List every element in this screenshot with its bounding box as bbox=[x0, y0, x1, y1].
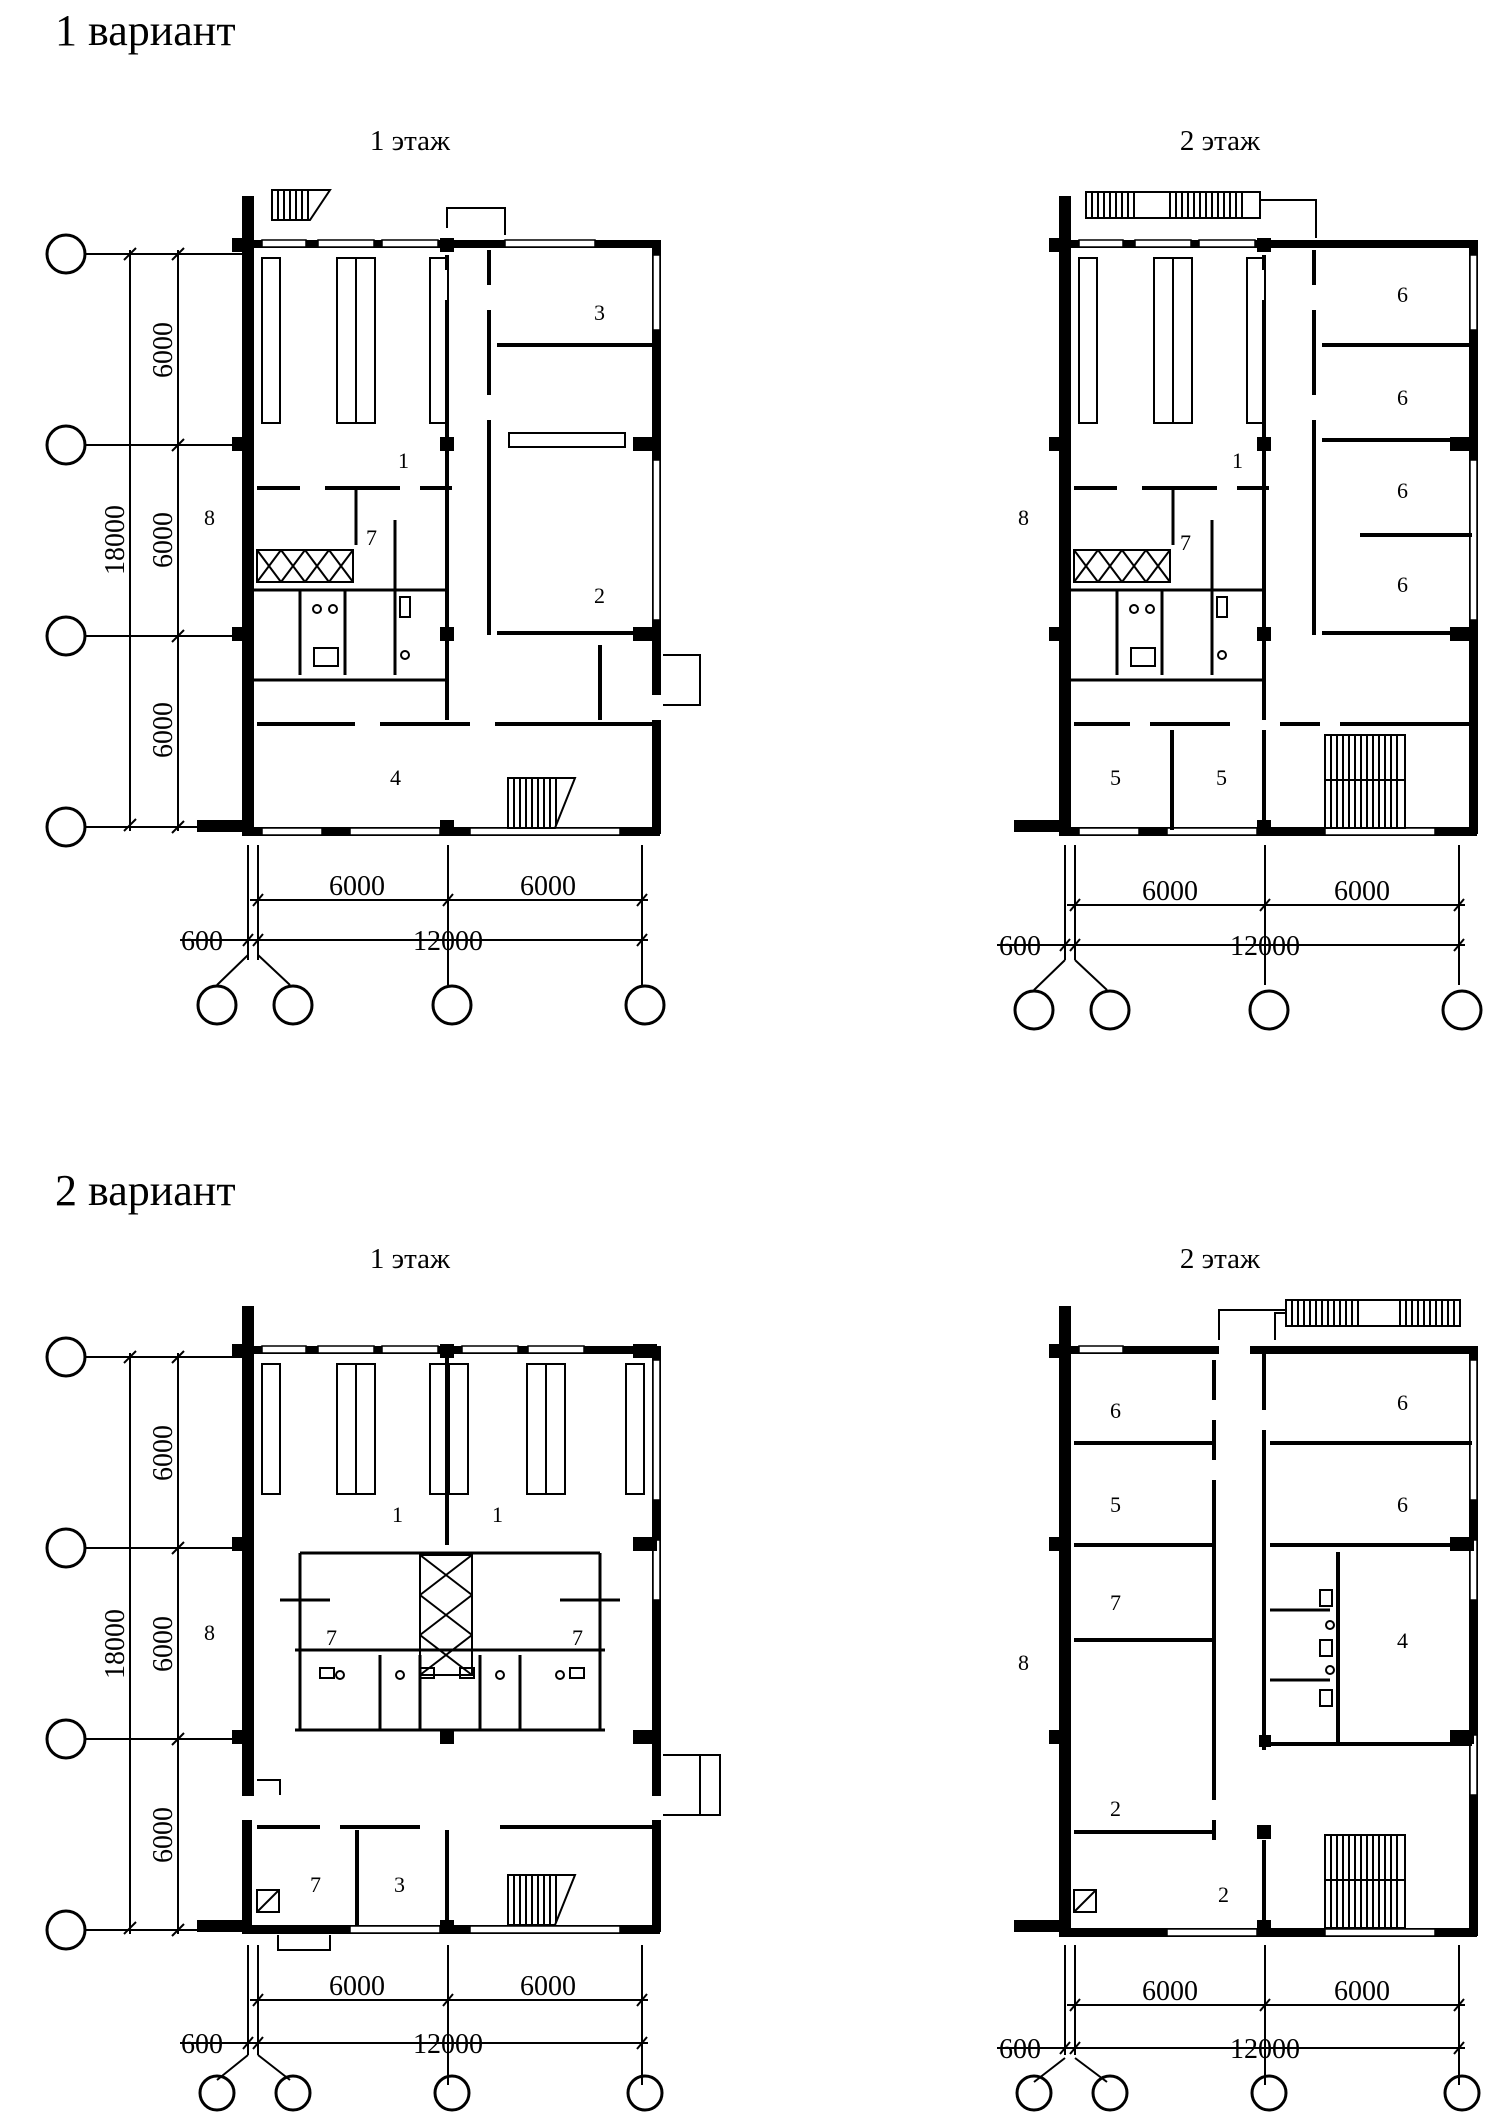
v2-dim-6000-c: 6000 bbox=[148, 1807, 179, 1863]
v2-floor1-horizontal-axes bbox=[180, 1945, 664, 2112]
v2-dim-6000-b: 6000 bbox=[148, 1616, 179, 1672]
v2f1-room-7a: 7 bbox=[326, 1625, 337, 1650]
v2f1-dim-12000: 12000 bbox=[413, 2029, 483, 2060]
v1-floor2-plan bbox=[1012, 190, 1480, 838]
v2f1-dim-600: 600 bbox=[181, 2029, 223, 2060]
v2f1-room-1b: 1 bbox=[492, 1502, 503, 1527]
v2-floor1-title: 1 этаж bbox=[370, 1243, 451, 1275]
v2f2-dim-600: 600 bbox=[999, 2034, 1041, 2065]
v2f1-room-8: 8 bbox=[204, 1620, 215, 1645]
v1f1-room-4: 4 bbox=[390, 765, 401, 790]
v1f2-room-6c: 6 bbox=[1397, 478, 1408, 503]
v1f2-room-5a: 5 bbox=[1110, 765, 1121, 790]
v1f1-room-7: 7 bbox=[366, 525, 377, 550]
v1f2-dim-6000-b: 6000 bbox=[1334, 876, 1390, 907]
v1-floor2-horizontal-axes bbox=[997, 845, 1483, 1031]
v2f2-room-4: 4 bbox=[1397, 1628, 1408, 1653]
v2f1-room-7b: 7 bbox=[572, 1625, 583, 1650]
v2f2-room-2a: 2 bbox=[1110, 1796, 1121, 1821]
v2-dim-18000: 18000 bbox=[100, 1609, 131, 1679]
v1f2-room-8: 8 bbox=[1018, 505, 1029, 530]
v2-floor2-plan bbox=[1012, 1298, 1480, 1939]
v2f2-room-5: 5 bbox=[1110, 1492, 1121, 1517]
v1f1-dim-600: 600 bbox=[181, 926, 223, 957]
v1f2-room-6a: 6 bbox=[1397, 282, 1408, 307]
v2f2-room-2b: 2 bbox=[1218, 1882, 1229, 1907]
v1-floor1-plan bbox=[195, 188, 702, 838]
v1f2-dim-600: 600 bbox=[999, 931, 1041, 962]
v1-vertical-axes bbox=[45, 233, 242, 848]
v2-floor2-title: 2 этаж bbox=[1180, 1243, 1261, 1275]
v1f1-room-1: 1 bbox=[398, 448, 409, 473]
v1f2-room-7: 7 bbox=[1180, 530, 1191, 555]
v1f1-room-8: 8 bbox=[204, 505, 215, 530]
v1-dim-18000: 18000 bbox=[100, 505, 131, 575]
v1f2-dim-12000: 12000 bbox=[1230, 931, 1300, 962]
variant2-title: 2 вариант bbox=[55, 1166, 236, 1215]
v2f1-dim-6000-b: 6000 bbox=[520, 1971, 576, 2002]
v2-floor1-plan bbox=[195, 1304, 722, 1952]
v2f2-dim-6000-a: 6000 bbox=[1142, 1976, 1198, 2007]
v2f2-room-6b: 6 bbox=[1397, 1390, 1408, 1415]
v1f2-dim-6000-a: 6000 bbox=[1142, 876, 1198, 907]
v1f2-room-1: 1 bbox=[1232, 448, 1243, 473]
v1f2-room-6d: 6 bbox=[1397, 572, 1408, 597]
v2f1-room-1a: 1 bbox=[392, 1502, 403, 1527]
v1f1-room-2: 2 bbox=[594, 583, 605, 608]
v2f1-room-3: 3 bbox=[394, 1872, 405, 1897]
v1f2-room-6b: 6 bbox=[1397, 385, 1408, 410]
v2f2-room-6c: 6 bbox=[1397, 1492, 1408, 1517]
v2f1-dim-6000-a: 6000 bbox=[329, 1971, 385, 2002]
v1f2-room-5b: 5 bbox=[1216, 765, 1227, 790]
v2f2-room-8: 8 bbox=[1018, 1650, 1029, 1675]
v1-dim-6000-a: 6000 bbox=[148, 322, 179, 378]
v1f1-room-3: 3 bbox=[594, 300, 605, 325]
v2-dim-6000-a: 6000 bbox=[148, 1425, 179, 1481]
v2-vertical-axes bbox=[45, 1336, 242, 1951]
v2f2-room-7: 7 bbox=[1110, 1590, 1121, 1615]
v2f2-dim-6000-b: 6000 bbox=[1334, 1976, 1390, 2007]
v2f2-dim-12000: 12000 bbox=[1230, 2034, 1300, 2065]
v1f1-dim-6000-b: 6000 bbox=[520, 871, 576, 902]
v1f1-dim-12000: 12000 bbox=[413, 926, 483, 957]
v1-dim-6000-c: 6000 bbox=[148, 702, 179, 758]
v2f1-room-7c: 7 bbox=[310, 1872, 321, 1897]
v2-floor2-horizontal-axes bbox=[997, 1945, 1481, 2112]
v2f2-room-6a: 6 bbox=[1110, 1398, 1121, 1423]
v1-floor1-horizontal-axes bbox=[180, 845, 666, 1026]
v1-floor1-title: 1 этаж bbox=[370, 125, 451, 157]
v1-dim-6000-b: 6000 bbox=[148, 512, 179, 568]
variant1-title: 1 вариант bbox=[55, 6, 236, 55]
v1f1-dim-6000-a: 6000 bbox=[329, 871, 385, 902]
v1-floor2-title: 2 этаж bbox=[1180, 125, 1261, 157]
